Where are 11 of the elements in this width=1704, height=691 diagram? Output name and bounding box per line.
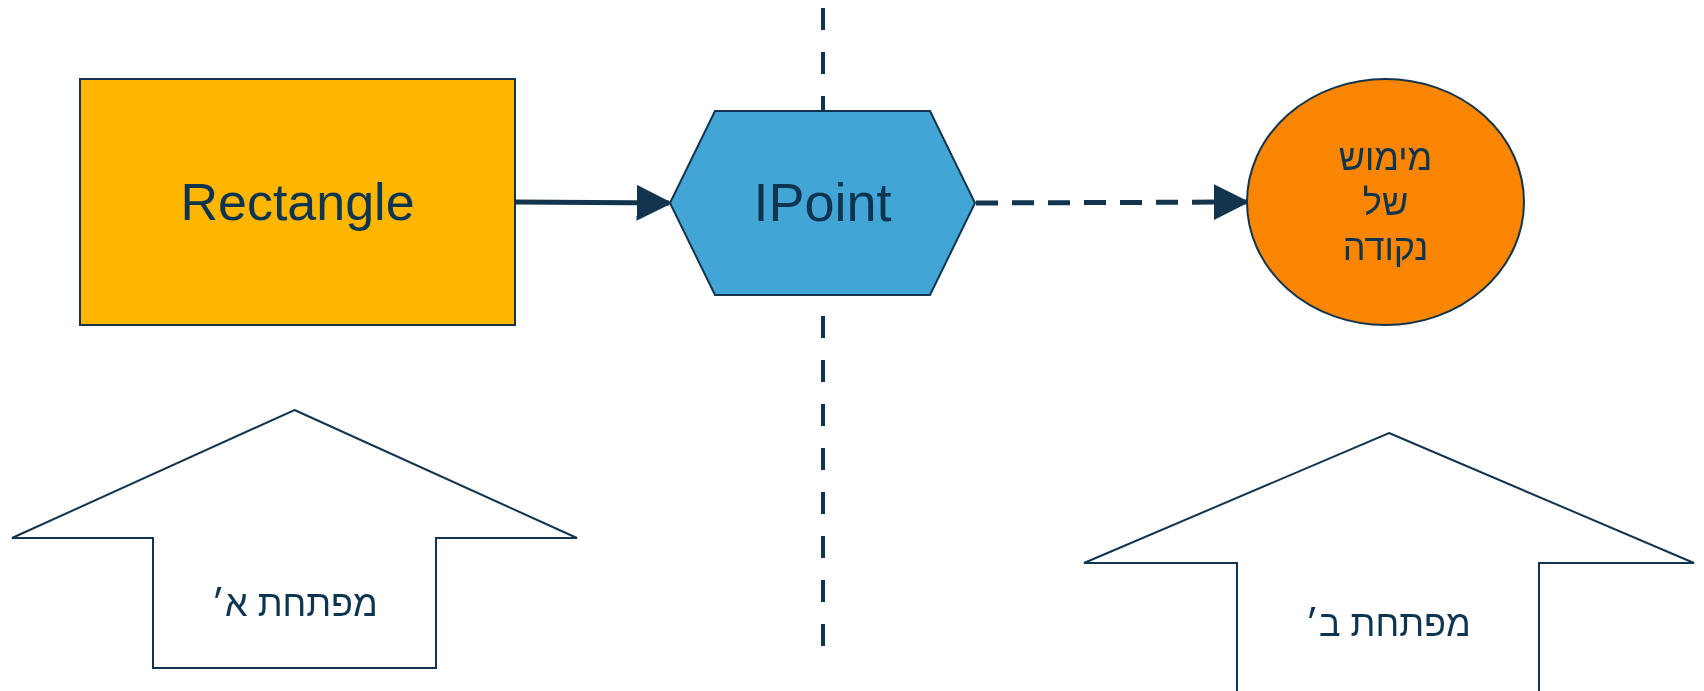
node-label: מפתחת א׳ [211, 582, 378, 626]
block-arrow [1083, 432, 1695, 691]
node-label: IPoint [753, 171, 892, 235]
class-box [79, 78, 516, 326]
node-label: מפתחת ב׳ [1305, 601, 1471, 646]
block-arrow [11, 409, 578, 669]
implementation-ellipse [1246, 78, 1525, 326]
node-label: מימוש של נקודה [1337, 135, 1434, 270]
node-label: Rectangle [180, 171, 415, 233]
arrow [516, 184, 673, 221]
interface-hexagon [669, 110, 976, 296]
